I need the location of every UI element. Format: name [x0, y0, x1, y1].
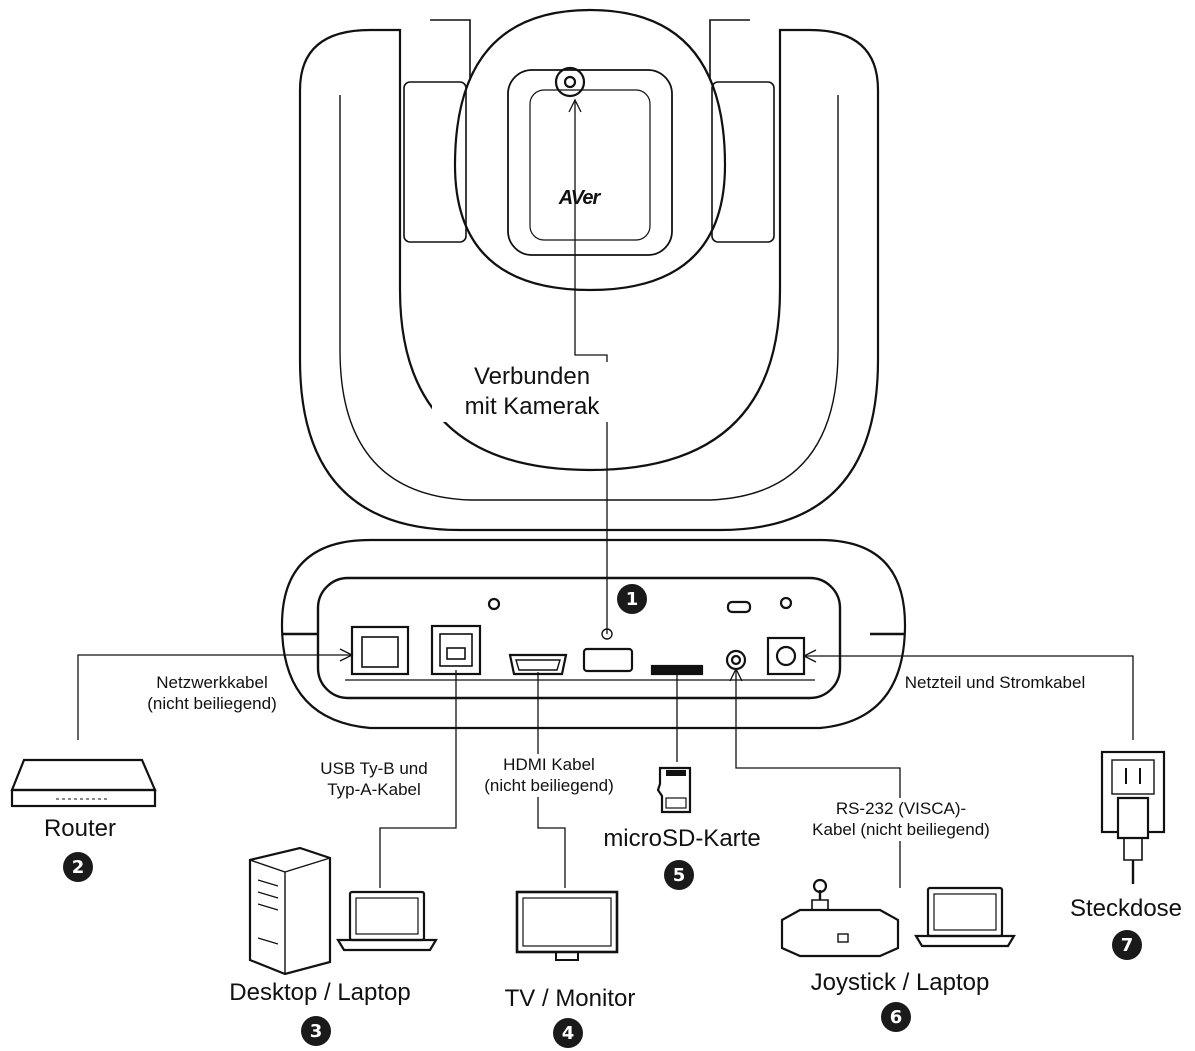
badge-7: 7 — [1112, 930, 1142, 960]
camera-logo: AVer — [558, 187, 600, 209]
camera-arm-right-pad — [711, 81, 775, 243]
router-label: Router — [43, 815, 117, 842]
power-cable-label: Netzteil und Stromkabel — [904, 673, 1086, 692]
rs232-cable-line2: Kabel (nicht beiliegend) — [812, 820, 990, 840]
hdmi-cable-line2: (nicht beiliegend) — [484, 776, 614, 796]
hdmi-cable-label: HDMI Kabel (nicht beiliegend) — [464, 754, 634, 797]
camera-arm-outline — [298, 28, 880, 532]
microsd-drawing — [656, 766, 692, 814]
badge-3: 3 — [301, 1016, 331, 1046]
usb-cable-line1: USB Ty-B und — [320, 759, 428, 778]
dc-power-port — [766, 636, 806, 676]
rs232-cable-label: RS-232 (VISCA)- Kabel (nicht beiliegend) — [790, 798, 1012, 841]
camera-connection-line2: mit Kamerak — [464, 393, 600, 420]
microsd-slot — [650, 664, 704, 676]
camera-connection-line1: Verbunden — [473, 363, 591, 390]
network-cable-line2: (nicht beiliegend) — [147, 694, 277, 714]
camera-screw — [554, 66, 586, 98]
line-usb — [379, 670, 457, 888]
badge-5: 5 — [664, 860, 694, 890]
desktop-laptop-label: Desktop / Laptop — [229, 979, 411, 1006]
camera-arm-left-pad — [403, 81, 467, 243]
joystick-drawing — [780, 908, 900, 958]
line-rs232 — [735, 669, 901, 888]
desktop-laptop-drawing — [348, 890, 426, 942]
usb-a-port — [582, 647, 634, 673]
tv-drawing — [515, 890, 619, 954]
badge-1: 1 — [617, 584, 647, 614]
camera-lens-plate — [507, 69, 673, 256]
camera-connection-label: Verbunden mit Kamerak — [432, 362, 632, 422]
badge-6: 6 — [881, 1002, 911, 1032]
desktop-tower-drawing — [248, 846, 332, 976]
router-drawing — [10, 758, 157, 792]
hdmi-cable-line1: HDMI Kabel — [503, 755, 595, 774]
line-router — [77, 654, 352, 740]
line-hdmi — [537, 672, 566, 888]
hdmi-port — [508, 653, 568, 676]
line-power — [804, 655, 1134, 740]
rs232-port — [725, 649, 747, 671]
rs232-cable-line1: RS-232 (VISCA)- — [835, 799, 967, 818]
microsd-label: microSD-Karte — [603, 825, 761, 852]
rear-panel — [316, 576, 842, 700]
line-camera — [574, 102, 608, 634]
badge-4: 4 — [553, 1018, 583, 1048]
usb-cable-line2: Typ-A-Kabel — [327, 780, 421, 800]
camera-base-outline — [280, 538, 907, 730]
badge-2: 2 — [63, 852, 93, 882]
outlet-label: Steckdose — [1069, 895, 1183, 922]
network-cable-line1: Netzwerkkabel — [156, 673, 268, 692]
joystick-laptop-drawing — [926, 886, 1004, 938]
tv-monitor-label: TV / Monitor — [504, 985, 636, 1012]
joystick-laptop-label: Joystick / Laptop — [810, 969, 990, 996]
network-cable-label: Netzwerkkabel (nicht beiliegend) — [122, 672, 302, 715]
ethernet-port — [350, 625, 410, 676]
usb-cable-label: USB Ty-B und Typ-A-Kabel — [300, 758, 448, 801]
camera-arm-inner — [339, 95, 839, 501]
camera-head-outline — [453, 8, 727, 292]
